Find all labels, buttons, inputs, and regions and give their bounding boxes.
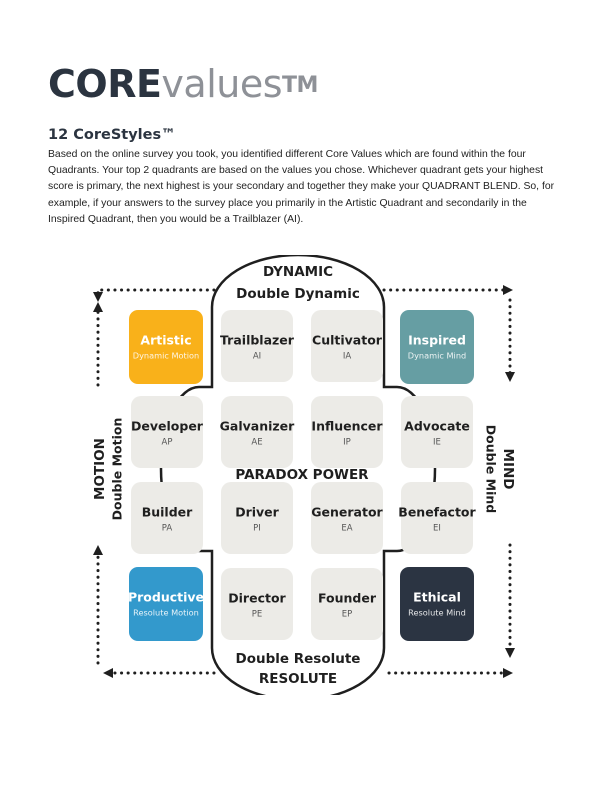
style-benefactor-code: EI [433, 524, 441, 534]
style-founder-name: Founder [318, 591, 377, 606]
style-cultivator: Cultivator IA [311, 310, 383, 382]
style-influencer-cell [311, 396, 383, 468]
quadrant-ethical-box [400, 567, 474, 641]
logo-values-text: values [161, 62, 283, 106]
style-director-code: PE [252, 610, 263, 620]
right-subtitle: Double Mind [484, 425, 499, 514]
quadrant-inspired-box [400, 310, 474, 384]
cycle-arrows [93, 285, 515, 678]
style-galvanizer-name: Galvanizer [220, 419, 295, 434]
style-advocate-code: IE [433, 438, 441, 448]
quadrant-inspired: Inspired Dynamic Mind [400, 310, 474, 384]
quadrant-ethical: Ethical Resolute Mind [400, 567, 474, 641]
style-advocate: Advocate IE [401, 396, 473, 468]
style-benefactor-cell [401, 482, 473, 554]
style-benefactor: Benefactor EI [398, 482, 477, 554]
style-influencer-name: Influencer [311, 419, 383, 434]
left-subtitle: Double Motion [110, 418, 125, 521]
style-developer-code: AP [162, 438, 173, 448]
quadrant-inspired-sub: Dynamic Mind [408, 351, 466, 361]
bottom-title: RESOLUTE [259, 671, 337, 687]
style-builder-code: PA [162, 524, 173, 534]
style-founder-code: EP [342, 610, 353, 620]
style-driver: Driver PI [221, 482, 293, 554]
quadrant-artistic-name: Artistic [140, 333, 191, 348]
style-developer-cell [131, 396, 203, 468]
logo-trademark: TM [282, 73, 318, 98]
right-title: MIND [500, 449, 516, 490]
quadrant-inspired-name: Inspired [408, 333, 466, 348]
section-title: 12 CoreStyles™ [48, 127, 176, 143]
style-director-name: Director [228, 591, 286, 606]
top-title: DYNAMIC [263, 264, 333, 280]
corevalues-logo: COREvaluesTM [48, 60, 318, 108]
style-galvanizer-code: AE [251, 438, 262, 448]
style-trailblazer: Trailblazer AI [220, 310, 295, 382]
style-developer: Developer AP [131, 396, 204, 468]
style-driver-code: PI [253, 524, 261, 534]
top-subtitle: Double Dynamic [236, 286, 360, 302]
corestyles-diagram: DYNAMIC Double Dynamic Double Resolute R… [92, 255, 516, 695]
quadrant-productive-name: Productive [128, 590, 204, 605]
style-trailblazer-name: Trailblazer [220, 333, 295, 348]
logo-core-text: CORE [48, 62, 162, 106]
style-director: Director PE [221, 568, 293, 640]
quadrant-productive: Productive Resolute Motion [128, 567, 204, 641]
left-title: MOTION [92, 438, 108, 500]
style-generator: Generator EA [311, 482, 384, 554]
style-builder-cell [131, 482, 203, 554]
style-influencer-code: IP [343, 438, 351, 448]
bottom-subtitle: Double Resolute [236, 651, 361, 667]
style-driver-cell [221, 482, 293, 554]
style-cultivator-name: Cultivator [312, 333, 383, 348]
style-generator-code: EA [341, 524, 352, 534]
style-cultivator-code: IA [343, 352, 352, 362]
style-director-cell [221, 568, 293, 640]
style-galvanizer-cell [221, 396, 293, 468]
quadrant-artistic-box [129, 310, 203, 384]
quadrant-artistic: Artistic Dynamic Motion [129, 310, 203, 384]
style-trailblazer-code: AI [253, 352, 261, 362]
quadrant-artistic-sub: Dynamic Motion [133, 351, 199, 361]
style-generator-name: Generator [311, 505, 383, 520]
style-cultivator-cell [311, 310, 383, 382]
style-advocate-name: Advocate [404, 419, 470, 434]
quadrant-productive-sub: Resolute Motion [133, 608, 199, 618]
style-influencer: Influencer IP [311, 396, 383, 468]
style-founder-cell [311, 568, 383, 640]
style-developer-name: Developer [131, 419, 204, 434]
intro-paragraph: Based on the online survey you took, you… [48, 149, 555, 225]
style-galvanizer: Galvanizer AE [220, 396, 295, 468]
style-builder-name: Builder [142, 505, 193, 520]
style-benefactor-name: Benefactor [398, 505, 476, 520]
style-driver-name: Driver [235, 505, 279, 520]
quadrant-ethical-name: Ethical [413, 590, 461, 605]
style-generator-cell [311, 482, 383, 554]
style-founder: Founder EP [311, 568, 383, 640]
style-advocate-cell [401, 396, 473, 468]
quadrant-productive-box [129, 567, 203, 641]
paradox-power-label: PARADOX POWER [235, 467, 369, 483]
style-trailblazer-cell [221, 310, 293, 382]
style-builder: Builder PA [131, 482, 203, 554]
quadrant-ethical-sub: Resolute Mind [408, 608, 466, 618]
arrow-top-left [93, 288, 216, 302]
